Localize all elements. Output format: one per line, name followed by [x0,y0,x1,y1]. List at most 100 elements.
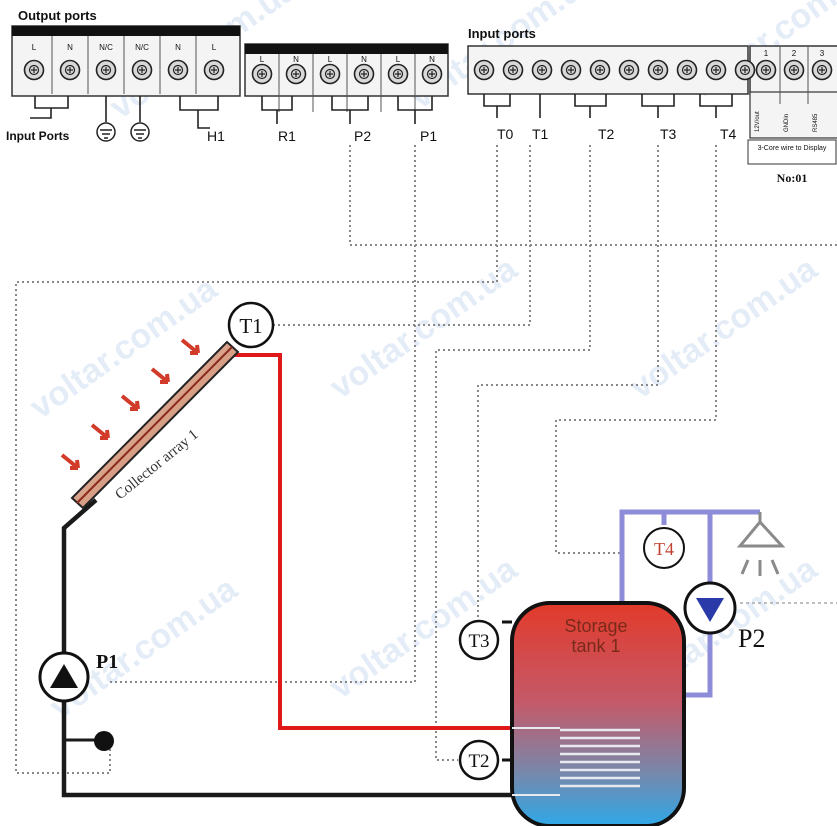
output-terminal-bar [12,26,240,36]
terminal-screw-slot [327,71,333,77]
terminal-screw-inner [760,64,772,76]
terminal-screw-inner [290,68,302,80]
expansion-vessel-icon [94,731,114,751]
sun-arrow-icon [90,423,110,440]
pump-p1: P1 [38,651,118,703]
terminal-screw-slot [819,67,825,73]
t4-port-label: T4 [720,126,737,142]
r1-bracket [261,96,293,124]
display-pin-label: 2 [792,49,797,58]
tank-label-line2: tank 1 [571,636,620,656]
p1-port-label: P1 [420,128,437,144]
terminal-screw-slot [655,67,661,73]
output-pin-label: N [175,43,181,52]
terminal-screw-inner [256,68,268,80]
terminal-screw-slot [175,67,181,73]
relay-pin-label: N [293,55,299,64]
terminal-screw-inner [392,68,404,80]
output-pin-label: L [32,43,37,52]
heat-exchanger-coil [560,728,640,788]
p1-bracket [397,96,433,124]
output-pin-label: N/C [99,43,113,52]
input-ports-bracket [30,96,69,119]
display-pin-label: 1 [764,49,769,58]
sun-arrow-icon [60,453,80,470]
input-ports-block: Input ports [467,26,837,139]
pump-p1-triangle-icon [50,664,78,688]
t3-port-label: T3 [660,126,677,142]
terminal-screw-slot [103,67,109,73]
shower-icon [736,512,786,576]
tank-sensor-stubs [502,620,512,762]
terminal-screw-slot [259,71,265,77]
ground-symbols [96,122,150,142]
terminal-screw-inner [358,68,370,80]
t0-bracket [483,94,511,118]
terminal-screw-slot [429,71,435,77]
p2-bracket [331,96,369,124]
input-brackets [483,94,733,118]
terminal-screw-inner [594,64,606,76]
t4-bracket [699,94,733,118]
display-number: No:01 [777,171,808,185]
t3-sensor-wire [477,145,659,622]
ground-icon-lines [134,129,146,139]
display-connection-notes: 12V/out GNDin RS485 3-Core wire to Displ… [747,111,837,185]
terminal-screw-inner [565,64,577,76]
sun-arrow-icon [150,367,170,384]
terminal-screw-slot [361,71,367,77]
input-pins [473,59,756,81]
ground-icon [130,122,150,142]
shower-head [736,512,786,548]
display-bus-wire [349,145,837,246]
hot-flow-pipe [225,353,510,730]
tank-label-line1: Storage [564,616,627,636]
sensor-t1: T1 [227,301,275,349]
coil-connections [512,727,560,796]
signal-wires [15,145,837,774]
terminal-screw-inner [623,64,635,76]
t4-sensor-wire [555,145,717,554]
terminal-screw-inner [426,68,438,80]
extra-side-label: GNDin [784,114,790,132]
terminal-screw-inner [681,64,693,76]
output-port-labels: Input Ports H1 R1 P2 P1 [6,128,437,144]
watermark-text: voltar.com.ua [43,569,245,726]
terminal-screw-inner [739,64,751,76]
t3-bracket [641,94,675,118]
t2-sensor-wire [435,145,591,761]
input-ports-title: Input ports [468,26,536,41]
relay-pin-label: N [361,55,367,64]
dhw-supply-pipe [619,509,760,625]
extra-side-label: 12V/out [755,111,761,132]
sensor-t2-circle [458,739,500,781]
display-note-box [747,139,837,165]
terminal-screw-slot [568,67,574,73]
sensor-t1-label: T1 [239,314,262,338]
pump-p2-triangle-icon [696,598,724,622]
terminal-screw-slot [31,67,37,73]
h1-bracket [179,96,219,129]
terminal-screw-inner [208,64,220,76]
sensor-t3-circle [458,619,500,661]
terminal-screw-slot [211,67,217,73]
terminal-screw-slot [713,67,719,73]
p2-port-label: P2 [354,128,371,144]
terminal-screw-slot [510,67,516,73]
relay-pin-label: L [328,55,333,64]
terminal-screw-slot [597,67,603,73]
dhw-loop-pipe [683,512,713,698]
ground-icon [96,122,116,142]
pump-p2: P2 [683,581,765,653]
terminal-screw-inner [788,64,800,76]
sensor-t3-label: T3 [468,631,489,652]
sensor-t4: T4 [643,527,685,569]
terminal-screw-inner [507,64,519,76]
input-port-labels: T0 T1 T2 T3 T4 [497,126,737,142]
terminal-screw-inner [710,64,722,76]
terminal-screw-inner [100,64,112,76]
